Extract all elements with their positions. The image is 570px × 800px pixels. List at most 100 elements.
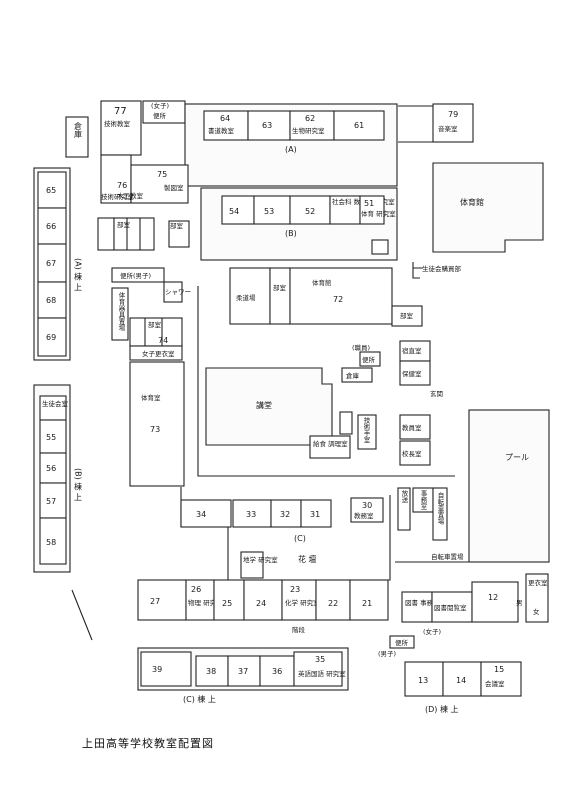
svg-text:女子更衣室: 女子更衣室 [142, 349, 175, 358]
svg-text:生物研究室: 生物研究室 [292, 126, 325, 135]
svg-text:(D) 棟 上: (D) 棟 上 [425, 704, 459, 714]
svg-text:生徒会購買部: 生徒会購買部 [422, 264, 462, 273]
svg-text:61: 61 [354, 121, 364, 130]
svg-text:便所(男子): 便所(男子) [120, 271, 151, 280]
svg-text:校長室: 校長室 [402, 449, 422, 458]
svg-text:23: 23 [290, 585, 300, 594]
svg-text:26: 26 [191, 585, 201, 594]
svg-text:12: 12 [488, 593, 498, 602]
small-rooms-left: 部室 部室 [97, 217, 190, 251]
svg-text:13: 13 [418, 676, 428, 685]
svg-text:書道教室: 書道教室 [208, 126, 235, 135]
boundary-line [71, 589, 93, 641]
svg-text:58: 58 [46, 538, 56, 547]
svg-text:65: 65 [46, 186, 56, 195]
svg-text:63: 63 [262, 121, 272, 130]
svg-text:体育室: 体育室 [141, 393, 161, 402]
svg-text:女: 女 [533, 607, 540, 616]
svg-text:68: 68 [46, 296, 56, 305]
svg-text:39: 39 [152, 665, 162, 674]
svg-text:地学 研究室: 地学 研究室 [243, 555, 278, 564]
corridor-79 [398, 105, 433, 143]
svg-text:倉庫: 倉庫 [74, 121, 83, 139]
staff-toilet: (職員) 便所 倉庫 [341, 343, 381, 383]
svg-text:(職員): (職員) [352, 343, 370, 352]
svg-text:62: 62 [305, 114, 315, 123]
svg-text:自転車置場: 自転車置場 [436, 491, 444, 526]
svg-text:技術手室: 技術手室 [362, 416, 370, 444]
room-77: 77 技術教室 [100, 100, 142, 156]
toilet-mid: (女子) 便所 (男子) [378, 627, 441, 658]
svg-text:54: 54 [229, 207, 239, 216]
room-74: 部室 74 女子更衣室 [129, 317, 183, 361]
svg-text:便所: 便所 [362, 355, 376, 364]
svg-text:階段: 階段 [292, 625, 306, 634]
pool: プール [468, 409, 550, 563]
svg-text:76: 76 [117, 181, 127, 190]
svg-text:教務室: 教務室 [354, 511, 374, 520]
svg-text:32: 32 [280, 510, 290, 519]
svg-text:52: 52 [305, 207, 315, 216]
svg-text:33: 33 [246, 510, 256, 519]
svg-text:35: 35 [315, 655, 325, 664]
svg-text:64: 64 [220, 114, 230, 123]
wing-d-upper: 13 14 15 会議室 (D) 棟 上 [404, 661, 522, 714]
svg-text:教員室: 教員室 [402, 423, 422, 432]
svg-text:放送: 放送 [400, 489, 408, 505]
svg-text:体育館: 体育館 [460, 197, 484, 207]
svg-text:31: 31 [310, 510, 320, 519]
svg-text:体育 研究室: 体育 研究室 [361, 209, 396, 218]
svg-text:シャワー: シャワー [165, 288, 191, 296]
tech-assist: 技術手室 [339, 411, 377, 450]
room-72: 体育館 72 [289, 267, 393, 325]
student-council-shop: 生徒会購買部 [412, 262, 462, 279]
judo-hall: 柔道場 部室 [229, 267, 291, 325]
svg-text:38: 38 [206, 667, 216, 676]
wing-b: 54 53 52 社会科 数学科 研究室 51 体育 研究室 (B) [200, 187, 398, 261]
svg-text:柔道場: 柔道場 [236, 293, 256, 302]
gymnasium: 体育館 [432, 162, 544, 253]
svg-text:自転車置場: 自転車置場 [431, 552, 464, 561]
room-73: 体育室 73 [129, 361, 185, 487]
broadcast-office: 放送 事務室 自転車置場 自転車置場 [395, 487, 470, 563]
svg-text:技術教室: 技術教室 [104, 119, 131, 128]
kitchen: 給食 調理室 [309, 435, 351, 459]
library: 図書 事務室 図書閲覧室 12 更衣室 女 男 [401, 573, 549, 623]
svg-text:(B) 棟 上: (B) 棟 上 [74, 468, 83, 501]
svg-text:図書 事務室: 図書 事務室 [405, 598, 440, 607]
toilet-top: (女子) 便所 [142, 100, 186, 124]
svg-text:56: 56 [46, 464, 56, 473]
svg-text:15: 15 [494, 665, 504, 674]
principal-room: 校長室 [399, 440, 431, 466]
central-corridor [197, 286, 455, 477]
room-76-75: 76 木工教室 技術研究室 75 製図室 [100, 154, 189, 204]
svg-text:75: 75 [157, 170, 167, 179]
svg-text:木工教室: 木工教室 [117, 191, 144, 200]
svg-text:27: 27 [150, 597, 160, 606]
svg-text:保健室: 保健室 [402, 369, 422, 378]
wing-c-upper: 39 38 37 36 35 英語国語 研究室 (C) 棟 上 [137, 647, 349, 704]
svg-text:音楽室: 音楽室 [438, 124, 458, 133]
svg-text:(A) 棟 上: (A) 棟 上 [74, 258, 83, 291]
night-duty: 宿直室 [399, 340, 431, 362]
svg-text:24: 24 [256, 599, 266, 608]
wing-a-side: 65 66 67 68 69 (A) 棟 上 [33, 167, 83, 361]
svg-text:79: 79 [448, 110, 458, 119]
club-room-right: 部室 [391, 305, 423, 327]
svg-text:30: 30 [362, 501, 372, 510]
gym-equipment: 体育器具置場 [111, 287, 129, 341]
svg-text:給食 調理室: 給食 調理室 [313, 439, 348, 448]
svg-text:14: 14 [456, 676, 466, 685]
svg-text:57: 57 [46, 497, 56, 506]
svg-text:部室: 部室 [117, 220, 131, 229]
svg-text:会議室: 会議室 [485, 679, 505, 688]
svg-text:製図室: 製図室 [164, 183, 184, 192]
svg-text:講堂: 講堂 [256, 400, 272, 410]
svg-text:生徒会室: 生徒会室 [42, 399, 69, 408]
svg-text:便所: 便所 [153, 111, 167, 120]
svg-text:21: 21 [362, 599, 372, 608]
svg-text:77: 77 [114, 106, 127, 117]
infirmary: 保健室 [399, 360, 431, 386]
svg-text:55: 55 [46, 433, 56, 442]
svg-text:体育館: 体育館 [312, 278, 332, 287]
